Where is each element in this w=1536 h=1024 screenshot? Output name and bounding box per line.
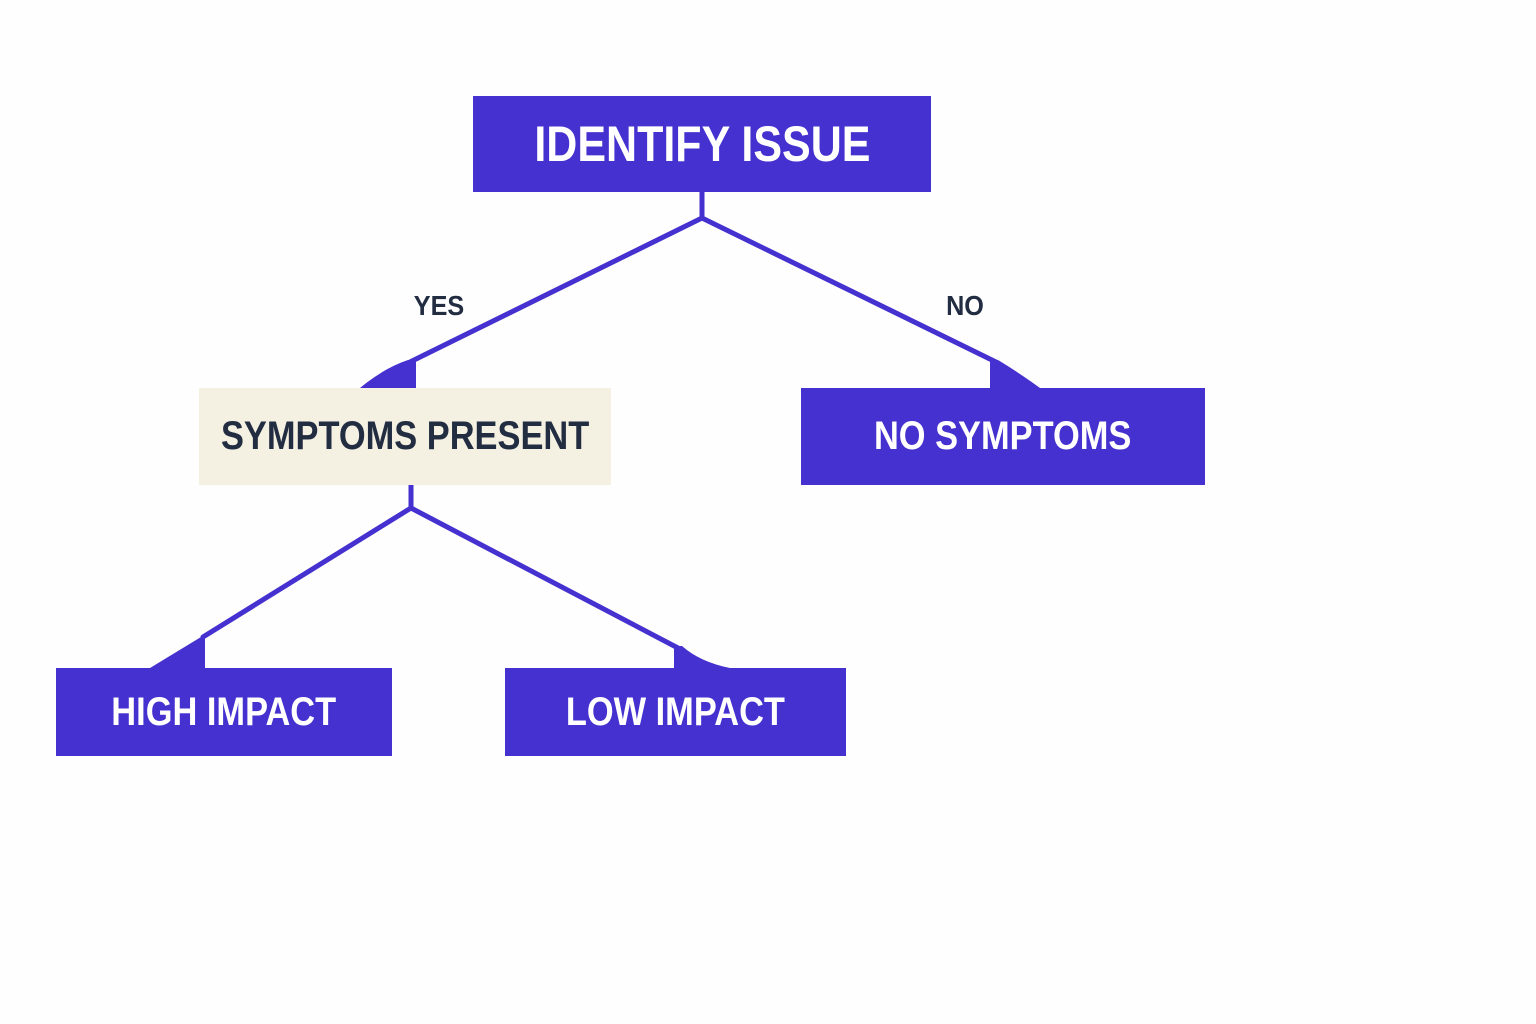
- no-connector-tab: [990, 360, 1040, 388]
- no-symptoms-node: NO SYMPTOMS: [801, 388, 1205, 485]
- low-impact-connector-line: [408, 505, 681, 651]
- no-connector-line: [699, 215, 999, 365]
- high-impact-connector-line: [200, 505, 414, 640]
- no-symptoms-label: NO SYMPTOMS: [874, 414, 1132, 458]
- yes-edge-label-text: YES: [413, 290, 465, 321]
- yes-connector-line: [407, 215, 705, 365]
- identify-issue-label: IDENTIFY ISSUE: [533, 116, 871, 172]
- low-impact-node: LOW IMPACT: [505, 668, 846, 756]
- high-impact-label: HIGH IMPACT: [111, 689, 337, 734]
- high-impact-node: HIGH IMPACT: [56, 668, 392, 756]
- identify-issue-node: IDENTIFY ISSUE: [473, 96, 931, 192]
- low-impact-label: LOW IMPACT: [565, 689, 786, 734]
- symptoms-present-label: SYMPTOMS PRESENT: [220, 414, 590, 458]
- no-edge-label: NO: [944, 290, 986, 322]
- low-impact-connector-tab: [674, 646, 730, 668]
- no-edge-label-text: NO: [946, 290, 984, 321]
- yes-edge-label: YES: [411, 290, 467, 322]
- symptoms-present-node: SYMPTOMS PRESENT: [199, 388, 611, 485]
- high-impact-connector-tab: [150, 637, 205, 668]
- yes-connector-tab: [360, 360, 416, 388]
